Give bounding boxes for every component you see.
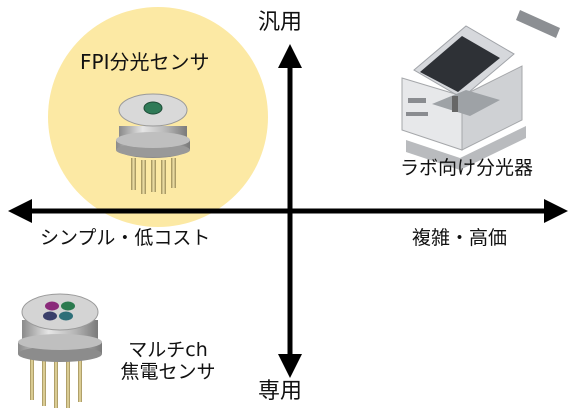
axis-label-left: シンプル・低コスト: [40, 227, 211, 249]
fpi-sensor-image: [116, 93, 190, 194]
axis-label-bottom: 専用: [258, 379, 303, 404]
fpi-sensor-label: FPI分光センサ: [80, 50, 210, 74]
multich-sensor-label-line2: 焦電センサ: [120, 360, 216, 383]
multich-sensor-label: マルチch 焦電センサ: [108, 339, 228, 384]
axis-label-right: 複雑・高価: [412, 227, 508, 249]
vertical-axis-arrow: [278, 44, 302, 378]
multich-sensor-image: [18, 293, 102, 408]
lab-spectrometer-label: ラボ向け分光器: [400, 157, 534, 179]
axis-label-top: 汎用: [258, 10, 303, 35]
lab-spectrometer-image: [401, 10, 560, 170]
multich-sensor-label-line1: マルチch: [128, 339, 208, 361]
